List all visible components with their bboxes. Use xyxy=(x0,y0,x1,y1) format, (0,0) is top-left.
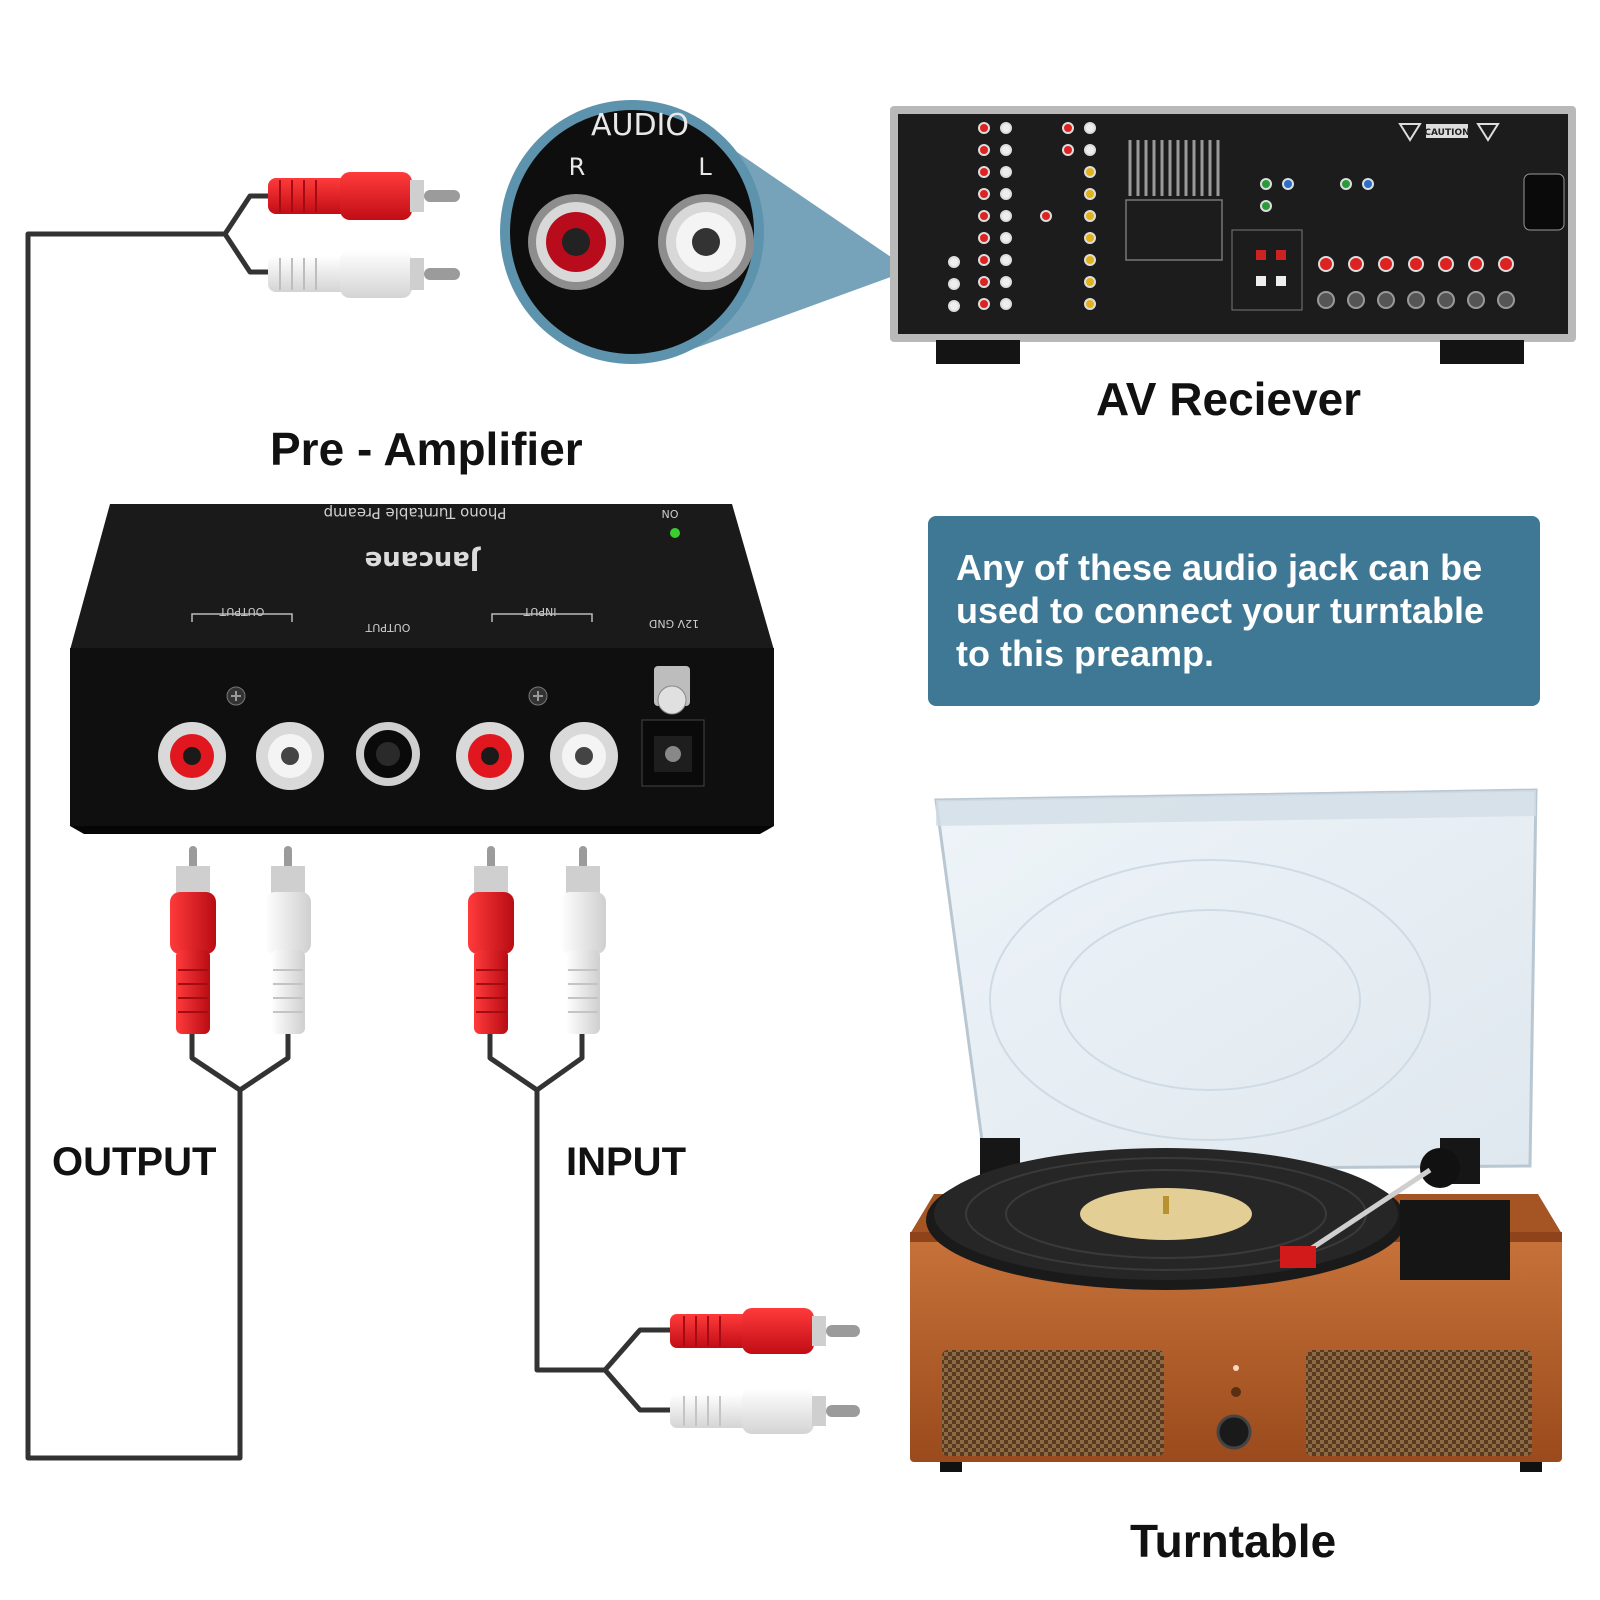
zoom-l-label: L xyxy=(698,153,712,181)
av-receiver-label: AV Reciever xyxy=(1096,373,1362,425)
output-cable xyxy=(25,193,291,1461)
receiver-jacks xyxy=(948,122,1515,312)
av-receiver: CAUTION xyxy=(890,106,1576,364)
pre-amplifier-label: Pre - Amplifier xyxy=(270,423,583,475)
turntable-device xyxy=(910,788,1562,1472)
speaker-grille-left xyxy=(942,1350,1164,1456)
preamp-model-label: Phono Turntable Preamp xyxy=(324,504,507,522)
svg-text:OUTPUT: OUTPUT xyxy=(219,605,264,618)
warning-icon xyxy=(1398,123,1422,142)
svg-text:OUTPUT: OUTPUT xyxy=(365,621,410,634)
receiver-vent xyxy=(1128,140,1220,196)
power-socket-icon xyxy=(1523,173,1565,231)
preamp-output-jack-white xyxy=(256,722,324,790)
warning-icon xyxy=(1476,123,1500,142)
rca-plug-output-red xyxy=(170,846,216,1034)
info-callout: Any of these audio jack can be used to c… xyxy=(928,516,1540,706)
power-led xyxy=(670,528,680,538)
input-label: INPUT xyxy=(566,1140,686,1184)
speaker-grille-right xyxy=(1306,1350,1532,1456)
svg-text:12V GND: 12V GND xyxy=(649,617,699,630)
preamp-device: Phono Turntable Preamp Jancane ON OUTPUT… xyxy=(70,504,774,834)
preamp-output-jack-red xyxy=(158,722,226,790)
rca-plug-turntable-red xyxy=(670,1308,860,1354)
zoom-inset: AUDIO R L xyxy=(500,100,764,364)
dc-power-jack xyxy=(641,719,705,787)
preamp-brand-logo: Jancane xyxy=(365,545,482,575)
volume-knob xyxy=(1216,1414,1252,1450)
rca-plug-output-white xyxy=(265,846,311,1034)
callout-text: Any of these audio jack can be used to c… xyxy=(956,547,1485,674)
zoom-jack-white xyxy=(658,194,754,290)
output-label: OUTPUT xyxy=(52,1140,217,1184)
rca-plug-turntable-white xyxy=(670,1388,860,1434)
rca-plug-input-red xyxy=(468,846,514,1034)
svg-text:CAUTION: CAUTION xyxy=(1424,128,1469,138)
input-cable xyxy=(487,1034,672,1413)
turntable-label: Turntable xyxy=(1130,1515,1337,1567)
svg-text:ON: ON xyxy=(662,507,679,520)
zoom-audio-label: AUDIO xyxy=(591,108,689,143)
preamp-headphone-jack xyxy=(356,722,420,786)
zoom-jack-red xyxy=(528,194,624,290)
headphone-jack-icon xyxy=(1231,1387,1241,1397)
svg-text:INPUT: INPUT xyxy=(523,605,556,618)
tonearm xyxy=(1280,1148,1510,1280)
receiver-caution-badge xyxy=(1426,124,1468,138)
rca-plug-white-top xyxy=(268,250,460,298)
preamp-input-jack-red xyxy=(456,722,524,790)
gnd-terminal xyxy=(654,666,690,715)
rca-plug-input-white xyxy=(560,846,606,1034)
turntable-lid xyxy=(934,788,1538,1184)
power-led xyxy=(1233,1365,1239,1371)
zoom-r-label: R xyxy=(569,153,586,181)
preamp-input-jack-white xyxy=(550,722,618,790)
rca-plug-red-top xyxy=(268,172,460,220)
ground-screw-icon xyxy=(226,686,548,706)
